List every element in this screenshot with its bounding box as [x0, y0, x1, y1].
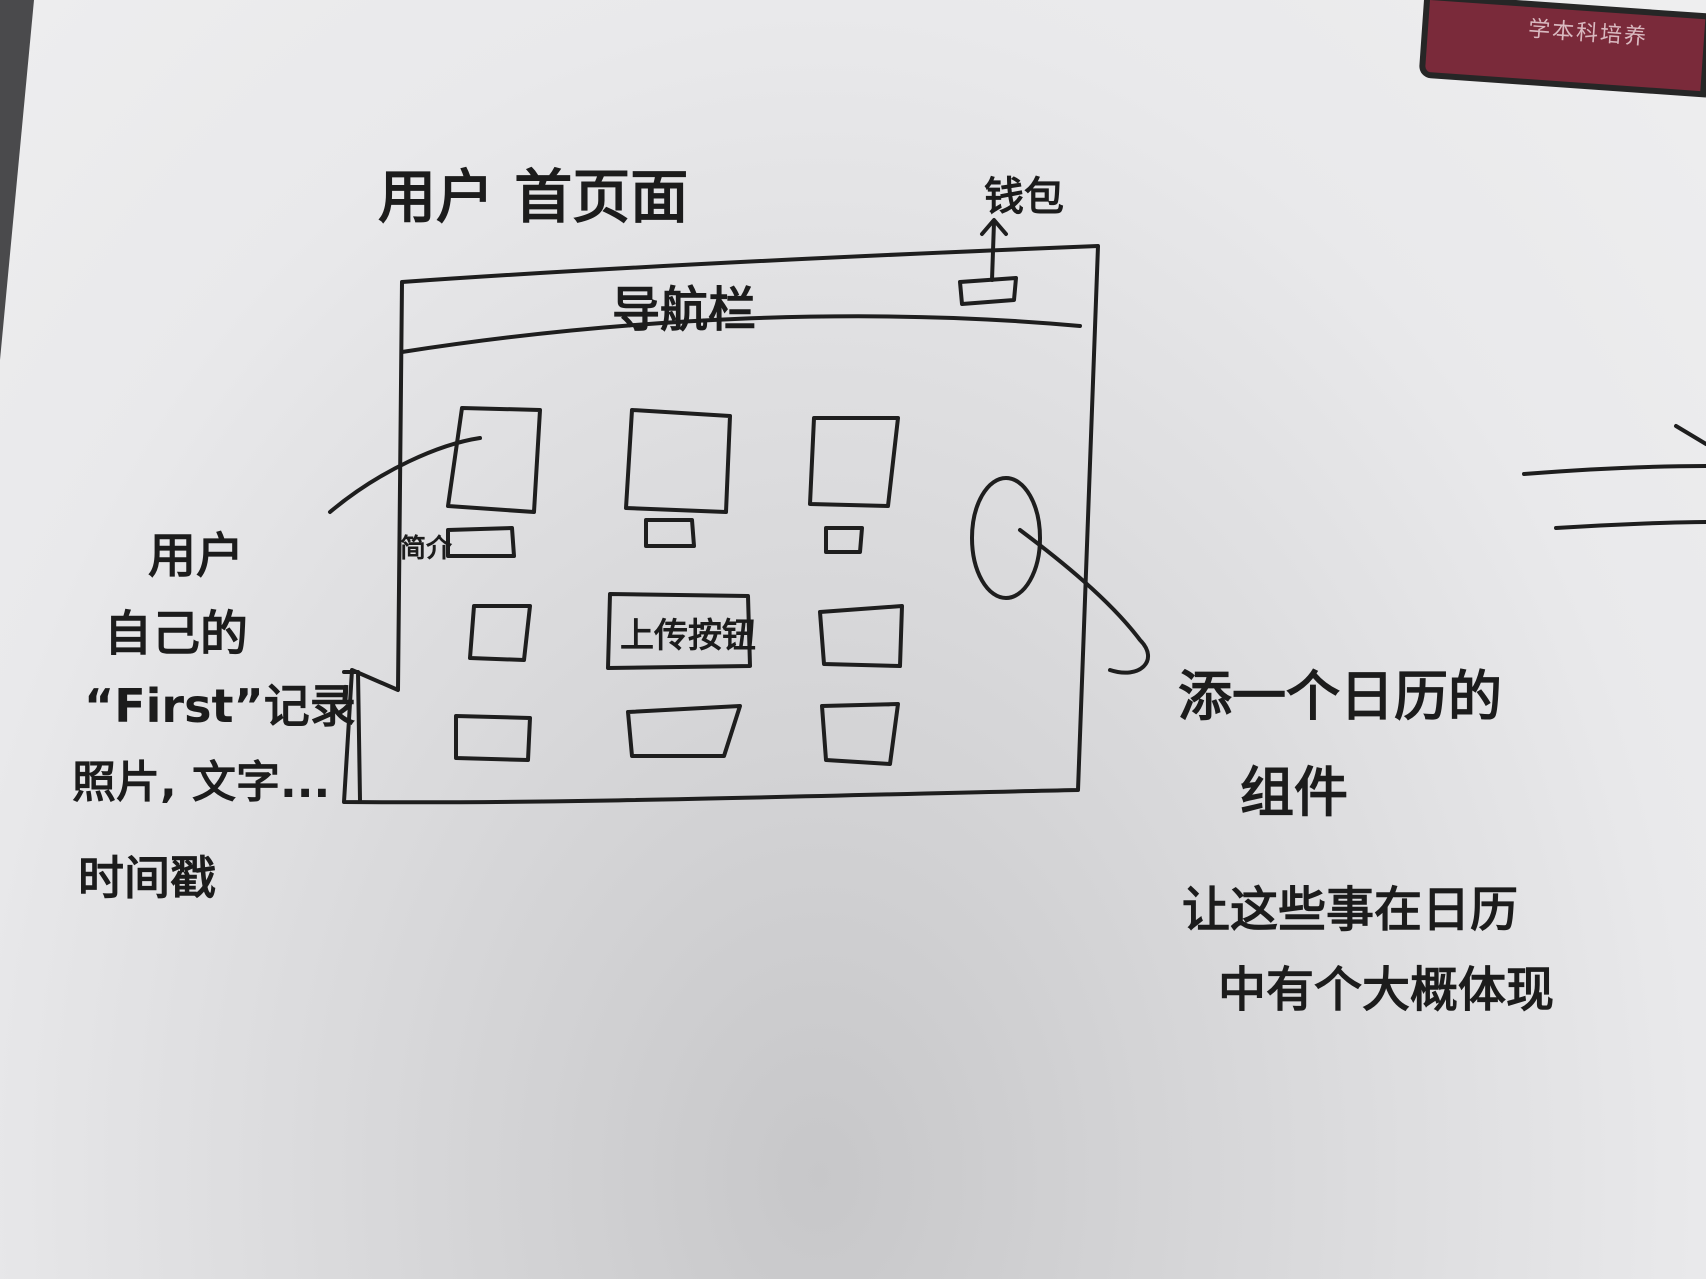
- card-3-caption-box: [824, 526, 864, 554]
- nav-bar-label: 导航栏: [612, 282, 757, 338]
- wallet-button-shape: [958, 276, 1018, 306]
- right-note-line-1: 添一个日历的: [1178, 665, 1502, 728]
- card-1: [446, 406, 542, 514]
- outer-frame: [342, 244, 1100, 805]
- card-2: [624, 408, 732, 514]
- card-1-caption-box: [446, 526, 516, 558]
- wallet-arrow: [980, 218, 1008, 282]
- right-note-line-2: 组件: [1240, 761, 1348, 824]
- right-note-line-4: 中有个大概体现: [1218, 962, 1555, 1018]
- left-note-line-1: 用户: [148, 528, 245, 584]
- card-8: [626, 704, 742, 758]
- upload-button[interactable]: 上传按钮: [620, 616, 756, 656]
- card-9: [820, 702, 900, 766]
- nav-bar-divider: [400, 314, 1082, 354]
- calendar-callout-line: [1018, 528, 1150, 675]
- left-note-line-2: 自己的: [104, 606, 249, 662]
- calendar-widget: [970, 476, 1042, 600]
- card-7: [454, 714, 532, 762]
- left-note-line-5: 时间戳: [78, 851, 216, 905]
- card-4: [468, 604, 532, 662]
- right-arrow-head: [1674, 424, 1706, 446]
- card-caption: 简介: [400, 534, 453, 564]
- upload-button-frame: [606, 592, 752, 670]
- page-title: 用户 首页面: [378, 163, 689, 231]
- wallet-button[interactable]: 钱包: [984, 174, 1064, 220]
- right-note-line-3: 让这些事在日历: [1182, 882, 1519, 938]
- left-bracket: [342, 670, 362, 802]
- left-callout-line: [328, 436, 482, 514]
- right-arrow-lines: [1522, 464, 1706, 530]
- left-note-line-4: 照片, 文字...: [72, 757, 331, 808]
- card-6: [818, 604, 904, 668]
- left-note-line-3: “First”记录: [84, 679, 356, 733]
- card-3: [808, 416, 900, 508]
- card-2-caption-box: [644, 518, 696, 548]
